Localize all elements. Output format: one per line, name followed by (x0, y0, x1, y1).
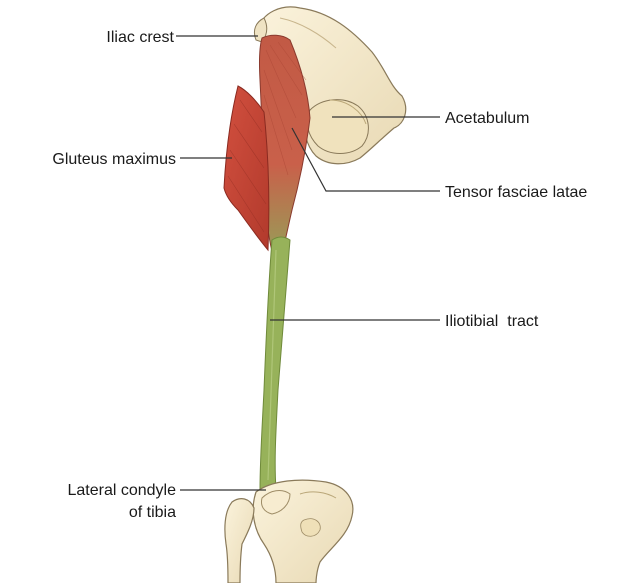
label-lateral-condyle-line1: Lateral condyle (67, 482, 176, 499)
tibia (253, 480, 353, 583)
gluteus-maximus-muscle (224, 86, 269, 250)
fibula (225, 499, 254, 583)
label-lateral-condyle-line2: of tibia (129, 504, 176, 521)
label-iliac-crest: Iliac crest (106, 29, 174, 46)
label-acetabulum: Acetabulum (445, 110, 530, 127)
label-iliotibial-tract: Iliotibial tract (445, 313, 539, 330)
label-tensor-fasciae-latae: Tensor fasciae latae (445, 184, 587, 201)
label-gluteus-maximus: Gluteus maximus (52, 151, 176, 168)
